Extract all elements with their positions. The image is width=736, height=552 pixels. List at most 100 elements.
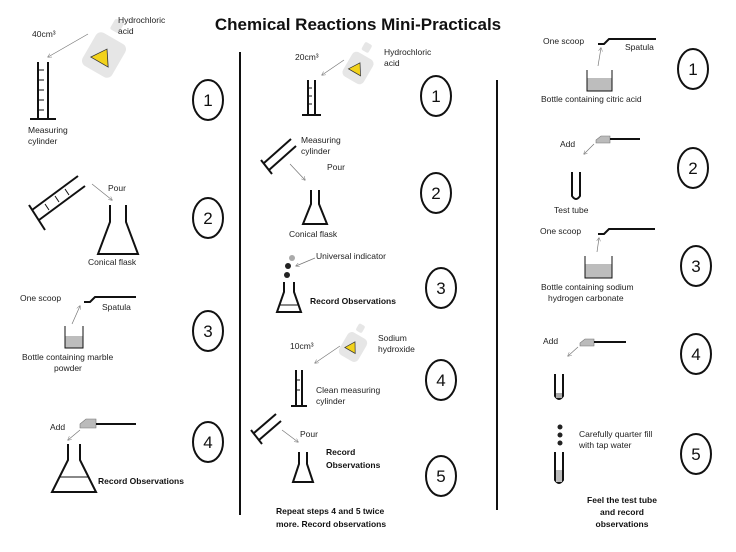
svg-text:5: 5 [691,445,700,464]
svg-text:3: 3 [203,322,212,341]
test-tube-icon [554,374,564,400]
amount-label: 40cm³ [32,29,56,39]
powder-bottle-icon [586,70,613,92]
acid-label: Hydrochloric [118,15,166,25]
record-observations-label: Record Observations [310,296,396,306]
step-number: 4 [425,359,457,401]
amount-label: 10cm³ [290,341,314,351]
record-observations-label: Record Observations [98,476,184,486]
add-label: Add [560,139,575,149]
cylinder-label: Measuring [301,135,341,145]
step-number: 5 [680,433,712,475]
flask-label: Conical flask [88,257,137,267]
scoop-label: One scoop [543,36,584,46]
record-observations-label: Record [326,447,355,457]
spatula-icon [598,38,656,45]
pour-label: Pour [108,183,126,193]
scoop-label: One scoop [20,293,61,303]
step-number: 3 [192,310,224,352]
conical-flask-icon [50,444,98,493]
measuring-cylinder-icon [291,370,307,407]
pour-label: Pour [327,162,345,172]
amount-label: 20cm³ [295,52,319,62]
clean-cylinder-label: Clean measuring [316,385,381,395]
naoh-label: Sodium [378,333,407,343]
spatula-label: Spatula [625,42,654,52]
svg-text:4: 4 [203,433,212,452]
water-label: Carefully quarter fill [579,429,652,439]
svg-text:2: 2 [203,209,212,228]
svg-text:1: 1 [688,60,697,79]
soda-bottle-label: Bottle containing sodium [541,282,634,292]
hazard-bottle-icon [81,19,127,78]
water-label-line2: with tap water [578,440,632,450]
spatula-icon [598,228,655,235]
spatula-icon [595,135,640,144]
page-title: Chemical Reactions Mini-Practicals [215,15,501,34]
svg-text:3: 3 [691,257,700,276]
acid-label-line2: acid [384,58,400,68]
step-number: 3 [425,267,457,309]
svg-text:2: 2 [431,184,440,203]
svg-text:5: 5 [436,467,445,486]
flask-label: Conical flask [289,229,338,239]
hazard-bottle-icon [342,42,374,85]
step-number: 4 [680,333,712,375]
svg-text:4: 4 [691,345,700,364]
cylinder-label-line2: cylinder [28,136,57,146]
marble-bottle-label-line2: powder [54,363,82,373]
measuring-cylinder-icon [28,175,86,231]
feel-instruction-line3: observations [596,519,649,529]
clean-cylinder-label-line2: cylinder [316,396,345,406]
conical-flask-icon [301,190,329,225]
feel-instruction: Feel the test tube [587,495,657,505]
soda-bottle-label-line2: hydrogen carbonate [548,293,624,303]
measuring-cylinder-icon [30,62,56,120]
svg-text:3: 3 [436,279,445,298]
test-tube-label: Test tube [554,205,589,215]
acid-label: Hydrochloric [384,47,432,57]
measuring-cylinder-icon [260,138,297,175]
step-number: 2 [192,197,224,239]
step-number: 4 [192,421,224,463]
citric-bottle-label: Bottle containing citric acid [541,94,642,104]
repeat-instruction-line2: more. Record observations [276,519,386,529]
test-tube-icon [571,172,581,200]
svg-text:1: 1 [431,87,440,106]
test-tube-icon [554,452,564,484]
step-number: 1 [420,75,452,117]
conical-flask-icon [291,452,315,483]
spatula-icon [79,418,136,429]
svg-text:1: 1 [203,91,212,110]
cylinder-label: Measuring [28,125,68,135]
spatula-label: Spatula [102,302,131,312]
hazard-bottle-icon [338,323,368,362]
svg-text:4: 4 [436,371,445,390]
pour-label: Pour [300,429,318,439]
dropper-icon [284,255,295,278]
repeat-instruction: Repeat steps 4 and 5 twice [276,506,384,516]
scoop-label: One scoop [540,226,581,236]
conical-flask-icon [275,282,303,313]
dropper-icon [557,424,563,446]
marble-bottle-label: Bottle containing marble [22,352,113,362]
step-number: 3 [680,245,712,287]
acid-label-line2: acid [118,26,134,36]
add-label: Add [543,336,558,346]
step-number: 2 [677,147,709,189]
measuring-cylinder-icon [302,80,321,116]
naoh-label-line2: hydroxide [378,344,415,354]
powder-bottle-icon [584,256,613,279]
step-number: 1 [192,79,224,121]
svg-text:2: 2 [688,159,697,178]
feel-instruction-line2: and record [600,507,644,517]
indicator-label: Universal indicator [316,251,386,261]
step-number: 5 [425,455,457,497]
cylinder-label-line2: cylinder [301,146,330,156]
conical-flask-icon [96,205,140,255]
add-label: Add [50,422,65,432]
spatula-icon [579,338,626,347]
measuring-cylinder-icon [250,413,282,445]
spatula-icon [84,296,136,303]
